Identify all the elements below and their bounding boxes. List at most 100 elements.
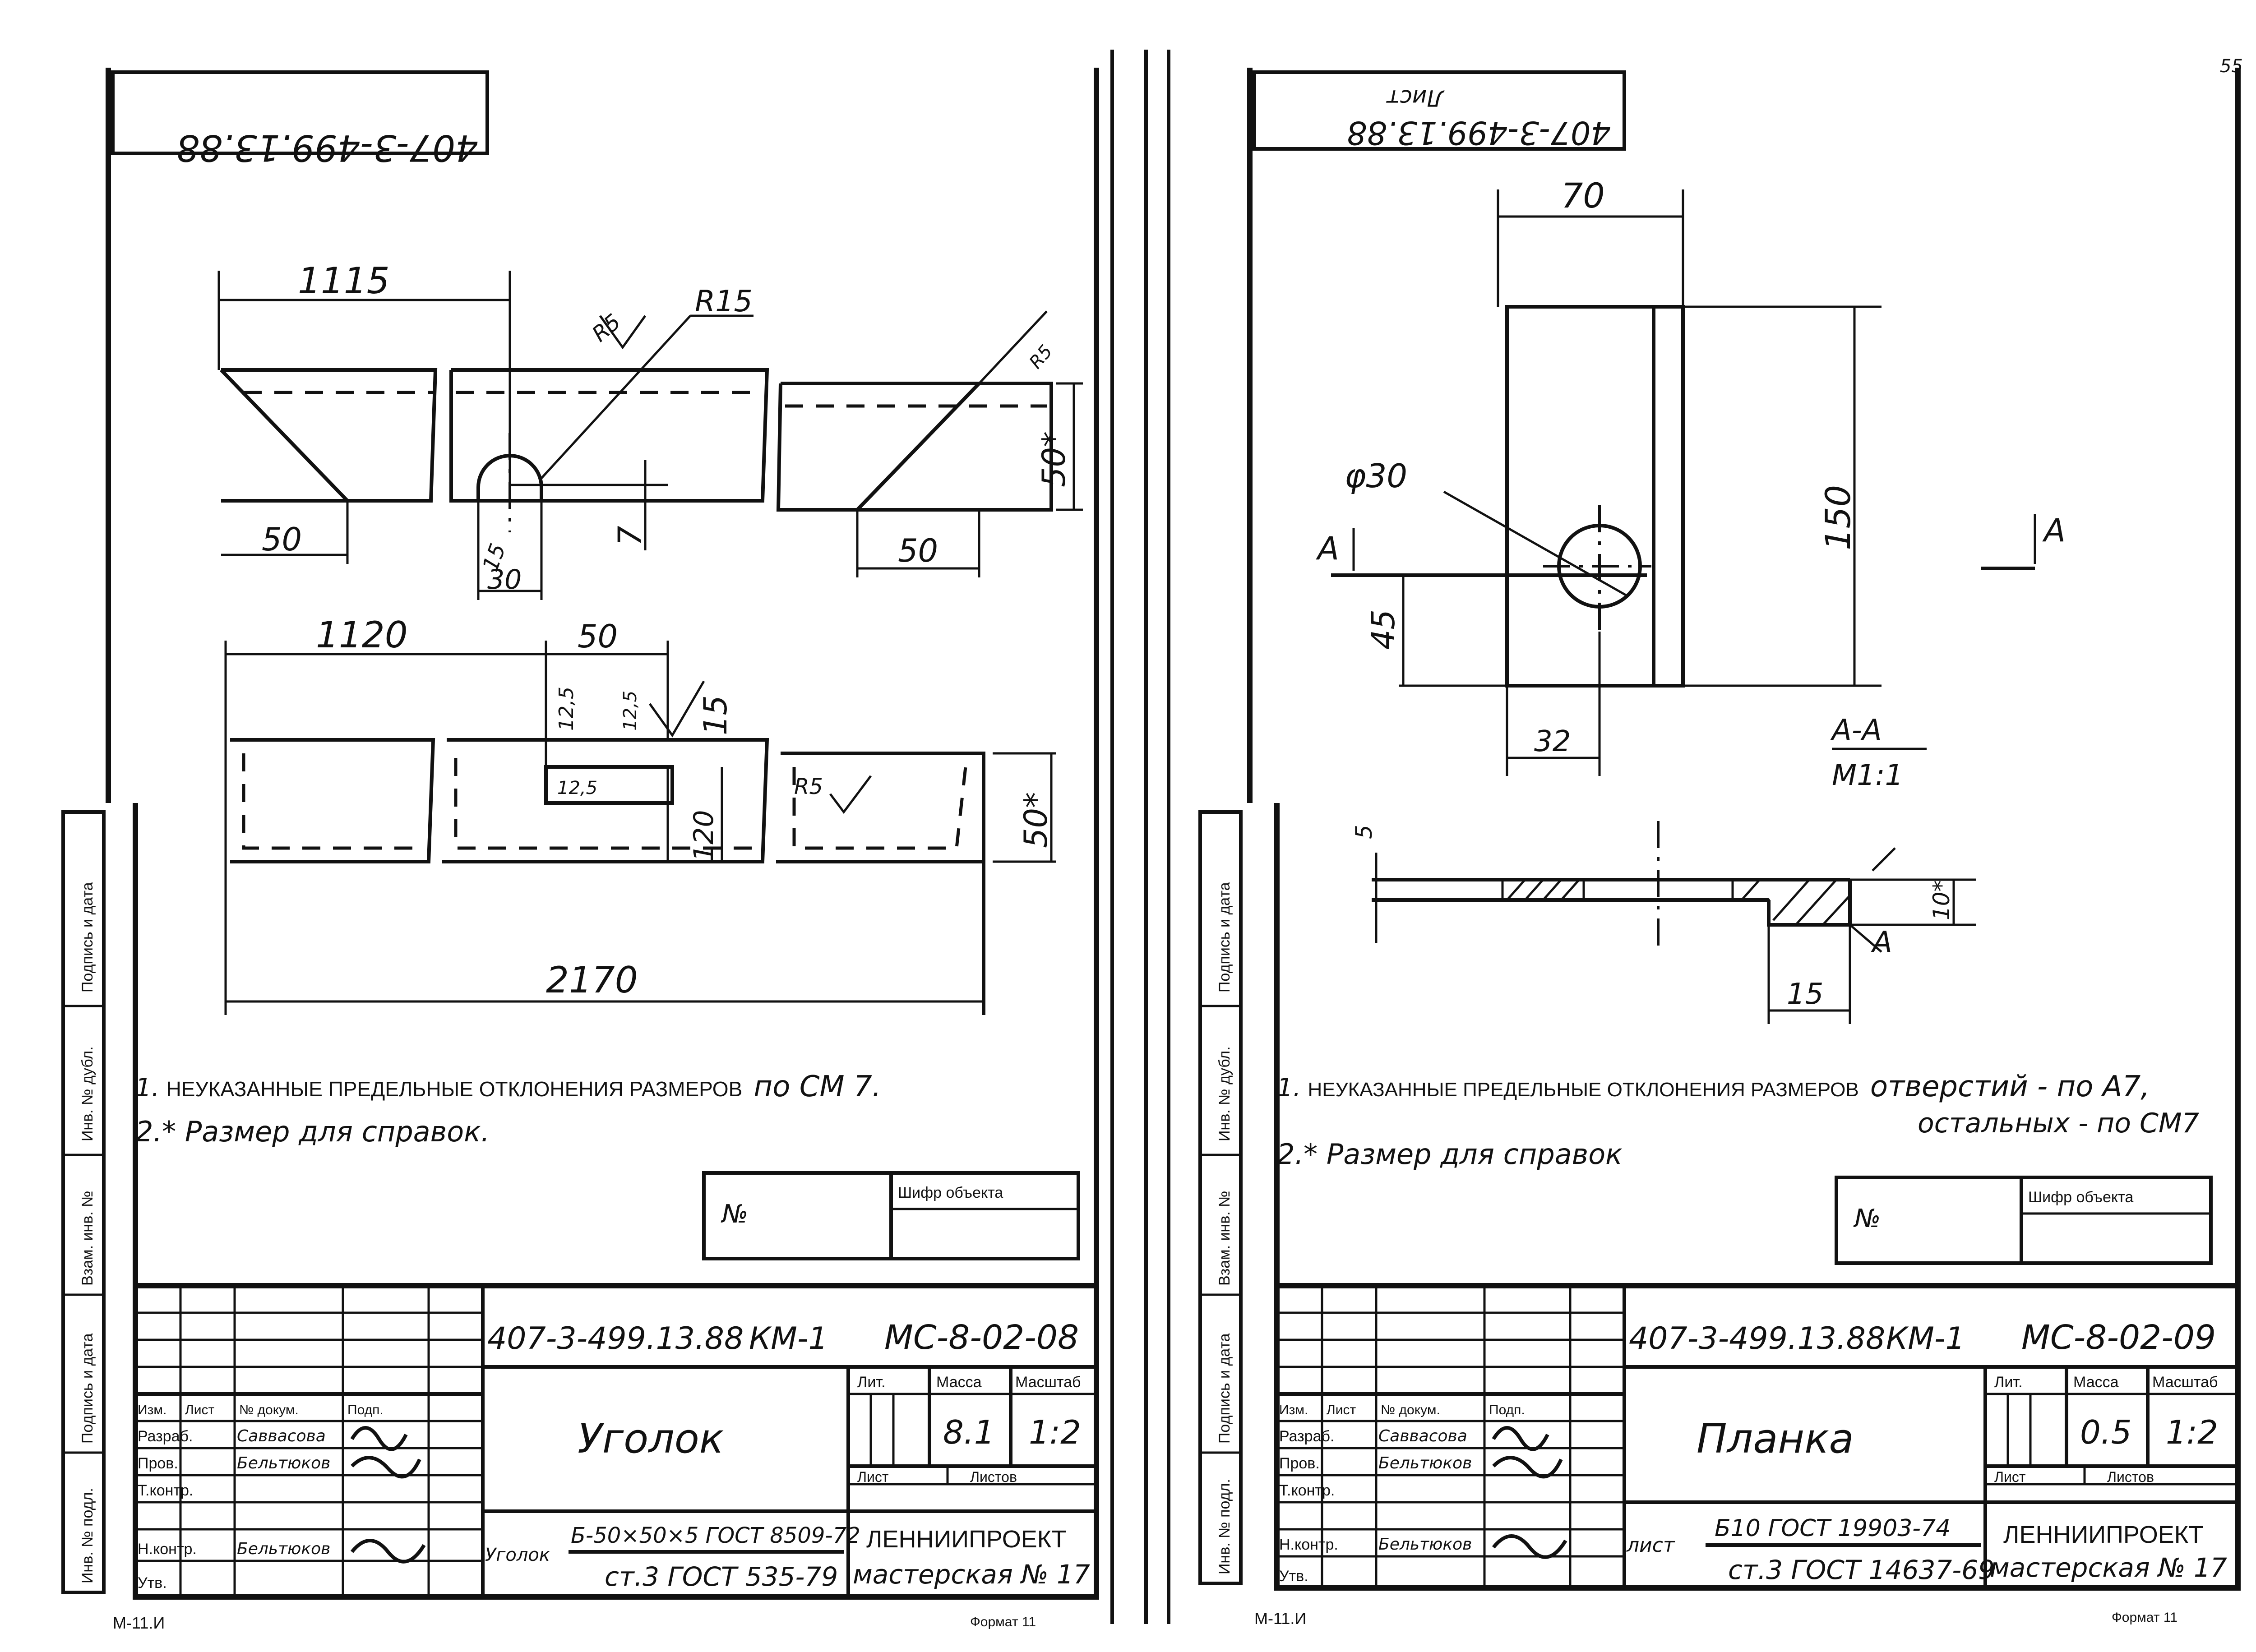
angle-upper-outline-right xyxy=(776,382,1053,512)
row-name: Бельтюков xyxy=(237,1540,330,1558)
row-role: Разраб. xyxy=(1279,1428,1334,1445)
dim-120: 120 xyxy=(688,810,720,862)
right-drawing-sheet: 55 Подпись и дата Инв. № дубл. Взам. инв… xyxy=(1198,56,2243,1628)
row-name: Бельтюков xyxy=(237,1454,330,1472)
dim-10: 10* xyxy=(1928,880,1955,920)
dim-7: 7 xyxy=(611,526,648,546)
note-1: 1. НЕУКАЗАННЫЕ ПРЕДЕЛЬНЫЕ ОТКЛОНЕНИЯ РАЗ… xyxy=(135,1070,881,1103)
row-col: Лист xyxy=(1327,1403,1356,1417)
roughness-12-5-b: 12,5 xyxy=(620,691,641,731)
row-col: Лист xyxy=(185,1403,214,1417)
col-mass: Масса xyxy=(2073,1374,2119,1391)
dim-30: 30 xyxy=(487,564,522,595)
section-a-right: А xyxy=(2042,512,2066,549)
section-title: А-А xyxy=(1830,714,1882,747)
angle-upper-outline-mid xyxy=(449,368,769,503)
material-top: Б10 ГОСТ 19903-74 xyxy=(1715,1515,1951,1542)
dim-50-star-a: 50* xyxy=(1036,431,1073,487)
roughness-12-5-a: 12,5 xyxy=(555,687,578,731)
row-role: Утв. xyxy=(138,1574,167,1592)
dim-15: 15 xyxy=(1787,978,1823,1011)
row-col: № докум. xyxy=(1381,1403,1440,1417)
object-code-label: Шифр объекта xyxy=(2028,1189,2133,1206)
row-role: Т.контр. xyxy=(1279,1482,1335,1499)
row-role: Пров. xyxy=(1279,1455,1320,1472)
mass-value: 8.1 xyxy=(943,1413,995,1451)
workshop: мастерская № 17 xyxy=(1990,1552,2227,1583)
side-label: Взам. инв. № xyxy=(79,1191,96,1286)
mass-value: 0.5 xyxy=(2080,1413,2132,1451)
dim-70: 70 xyxy=(1561,175,1605,216)
dim-32: 32 xyxy=(1534,725,1571,758)
note-2: 2.* Размер для справок. xyxy=(135,1115,490,1148)
left-drawing-sheet: Подпись и дата Инв. № дубл. Взам. инв. №… xyxy=(61,68,1099,1632)
section-mark-a: А xyxy=(1871,926,1892,959)
row-col: № докум. xyxy=(239,1403,299,1417)
row-name: Бельтюков xyxy=(1378,1454,1472,1472)
scale-value: 1:2 xyxy=(2166,1413,2218,1451)
part-name: Уголок xyxy=(578,1415,724,1463)
stage: КМ-1 xyxy=(749,1321,828,1357)
org-name: ЛЕННИИПРОЕКТ xyxy=(866,1526,1066,1553)
col-scale: Масштаб xyxy=(1015,1374,1081,1391)
page-number: 55 xyxy=(2220,56,2243,77)
material-top: Б-50×50×5 ГОСТ 8509-72 xyxy=(571,1523,860,1548)
roughness-r5-b: R5 xyxy=(794,774,823,799)
sheet-label: Лист xyxy=(1994,1469,2026,1485)
scale-value: 1:2 xyxy=(1029,1413,1081,1451)
section-a-left: А xyxy=(1316,530,1339,567)
dim-45: 45 xyxy=(1365,609,1402,650)
sheet-label: Лист xyxy=(857,1469,889,1485)
side-label: Подпись и дата xyxy=(79,1333,96,1444)
sheets-label: Листов xyxy=(2107,1469,2154,1485)
top-stamp-box xyxy=(1253,70,1626,151)
roughness-12-5-c: 12,5 xyxy=(557,778,597,798)
signatures xyxy=(350,1426,426,1564)
dim-50-star-b: 50* xyxy=(1017,792,1054,848)
row-role: Н.контр. xyxy=(138,1541,197,1558)
row-role: Т.контр. xyxy=(138,1482,193,1499)
dim-15-b: 15 xyxy=(697,695,734,735)
note-1: 1. НЕУКАЗАННЫЕ ПРЕДЕЛЬНЫЕ ОТКЛОНЕНИЯ РАЗ… xyxy=(1277,1070,2150,1103)
row-role: Утв. xyxy=(1279,1568,1308,1585)
footer-left: М-11.И xyxy=(113,1614,165,1632)
doc-code: 407-3-499.13.88 xyxy=(487,1321,744,1357)
dim-50-left: 50 xyxy=(262,521,302,558)
dim-1120: 1120 xyxy=(316,614,408,656)
row-col: Подп. xyxy=(347,1403,384,1417)
row-role: Изм. xyxy=(1279,1403,1308,1417)
side-strip xyxy=(1198,810,1243,1585)
row-name: Саввасова xyxy=(237,1427,326,1445)
col-lit: Лит. xyxy=(1994,1374,2023,1391)
material-prefix: лист xyxy=(1626,1534,1675,1557)
slot-hole xyxy=(476,454,543,501)
dim-phi30: φ30 xyxy=(1345,457,1407,495)
title-block: Изм. Лист № докум. Подп. Разраб. Саввасо… xyxy=(133,1283,1099,1600)
side-label: Инв. № дубл. xyxy=(79,1046,96,1141)
col-scale: Масштаб xyxy=(2152,1374,2218,1391)
note-2: 2.* Размер для справок xyxy=(1277,1138,1623,1171)
side-label: Подпись и дата xyxy=(1216,1333,1233,1444)
side-label: Взам. инв. № xyxy=(1216,1191,1233,1286)
side-strip xyxy=(61,810,106,1594)
row-role: Изм. xyxy=(138,1403,166,1417)
dim-50-top: 50 xyxy=(578,618,618,655)
inner-rect xyxy=(544,765,674,805)
stage: КМ-1 xyxy=(1886,1321,1965,1357)
object-no-label: № xyxy=(1853,1204,1881,1233)
top-stamp-text-2: Лист xyxy=(1386,85,1445,111)
title-block: Изм. Лист № докум. Подп. Разраб. Саввасо… xyxy=(1274,1283,2241,1591)
sheet-code: МС-8-02-08 xyxy=(884,1318,1079,1357)
note-1-line2: остальных - по СМ7 xyxy=(1918,1107,2199,1139)
dim-50-right: 50 xyxy=(898,532,938,569)
object-code-box xyxy=(1835,1176,2213,1265)
material-bottom: ст.3 ГОСТ 14637-69 xyxy=(1728,1555,1995,1585)
footer-right: Формат 11 xyxy=(2112,1610,2177,1625)
sheets-label: Листов xyxy=(970,1469,1017,1485)
row-name: Саввасова xyxy=(1378,1427,1467,1445)
col-mass: Масса xyxy=(936,1374,982,1391)
row-role: Разраб. xyxy=(138,1428,193,1445)
part-name: Планка xyxy=(1697,1415,1854,1463)
object-code-label: Шифр объекта xyxy=(898,1184,1003,1201)
